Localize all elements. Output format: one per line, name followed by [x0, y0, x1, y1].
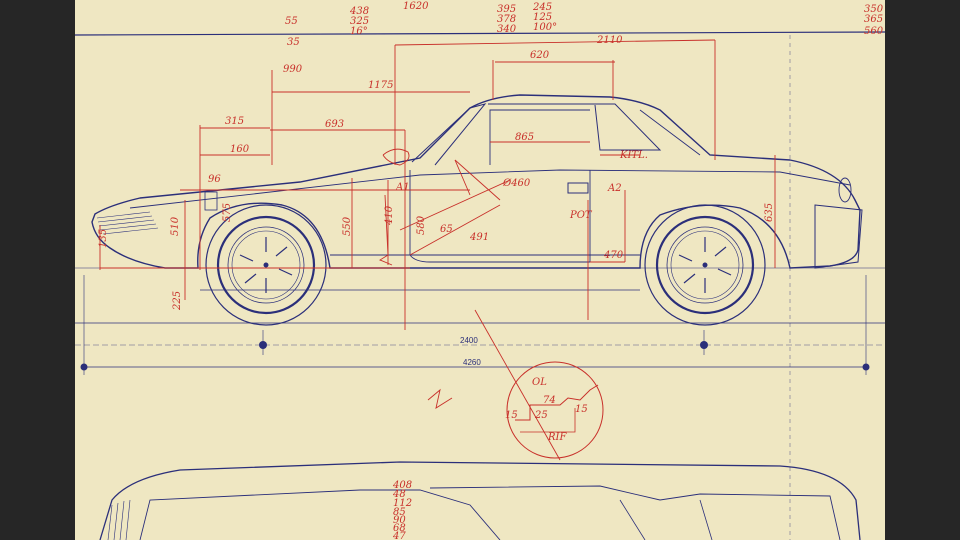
dim-510: 510	[170, 216, 181, 236]
lower-list-1: 408	[392, 480, 412, 491]
detail-25: 25	[534, 410, 548, 421]
dim-1175: 1175	[368, 80, 393, 91]
dim-2110: 2110	[596, 35, 623, 46]
top-col3-row1: 245	[532, 2, 552, 13]
dim-491: 491	[469, 232, 489, 243]
top-col3-row2: 125	[533, 12, 552, 23]
wheelbase-label: 2400	[460, 336, 478, 345]
top-col1-row1: 438	[349, 6, 369, 17]
note-top-left-total: 990	[283, 64, 303, 75]
detail-15b: 15	[575, 404, 588, 415]
top-right-row1: 350	[864, 4, 884, 15]
wheelbase-start-marker	[259, 341, 267, 349]
wheelbase-end-marker	[700, 341, 708, 349]
note-top-left-b: 35	[287, 37, 300, 48]
top-col2-row3: 340	[497, 24, 517, 35]
dim-550: 550	[342, 216, 353, 236]
dim-635: 635	[764, 203, 775, 222]
red-dimension-lines	[99, 39, 776, 461]
detail-ol: OL	[532, 377, 547, 388]
lower-list-6: 68	[393, 523, 406, 534]
overall-length-label: 4260	[463, 358, 481, 367]
top-col1-row2: 325	[350, 16, 369, 27]
rear-wheel	[644, 204, 766, 326]
dim-160: 160	[230, 144, 250, 155]
label-a1: A1	[395, 182, 410, 193]
detail-74: 74	[543, 395, 556, 406]
dim-470: 470	[603, 250, 624, 261]
length-start-marker	[80, 363, 88, 371]
note-top-a: 1620	[403, 1, 429, 12]
car-top-view-outline	[99, 461, 861, 540]
red-detail-sketch	[506, 361, 604, 459]
dim-225: 225	[172, 291, 183, 311]
dim-575: 575	[222, 203, 233, 222]
front-grille	[96, 211, 159, 235]
reference-lines	[74, 31, 886, 540]
lower-list-4: 85	[393, 507, 406, 518]
lower-list-7: 47	[392, 531, 406, 540]
dim-96: 96	[208, 174, 221, 185]
dim-580: 580	[416, 215, 427, 235]
detail-rif: RIF	[547, 432, 567, 443]
top-col1-row3: 16°	[350, 26, 368, 37]
top-right-row2: 365	[864, 14, 883, 25]
lower-list-3: 112	[393, 498, 412, 509]
lower-list-2: 48	[392, 489, 406, 500]
front-wheel	[205, 204, 327, 326]
door-handle	[567, 182, 589, 194]
top-right-row3: 560	[864, 26, 884, 37]
dim-65: 65	[440, 224, 453, 235]
top-col3-row3: 100°	[533, 22, 557, 33]
top-col2-row1: 395	[497, 4, 516, 15]
detail-15a: 15	[505, 410, 518, 421]
car-body	[91, 94, 863, 291]
dim-315: 315	[225, 116, 244, 127]
blueprint-sheet	[75, 0, 885, 540]
dim-135: 135	[98, 229, 109, 248]
label-kitl: KITL.	[619, 150, 648, 161]
dimension-markers: 2400 4260	[80, 336, 870, 371]
note-top-left-a: 55	[285, 16, 298, 27]
dim-460: Ø460	[502, 178, 531, 189]
dim-410: 410	[384, 205, 395, 226]
dim-620: 620	[530, 50, 550, 61]
length-end-marker	[862, 363, 870, 371]
red-handwritten-annotations: 55 35 990 1620 438 325 16° 395 378 340 2…	[98, 1, 884, 540]
dim-693: 693	[325, 119, 344, 130]
label-a2: A2	[607, 183, 622, 194]
top-col2-row2: 378	[497, 14, 516, 25]
dim-865: 865	[515, 132, 534, 143]
dim-pot: POT	[569, 210, 593, 221]
lower-list-5: 90	[393, 515, 406, 526]
